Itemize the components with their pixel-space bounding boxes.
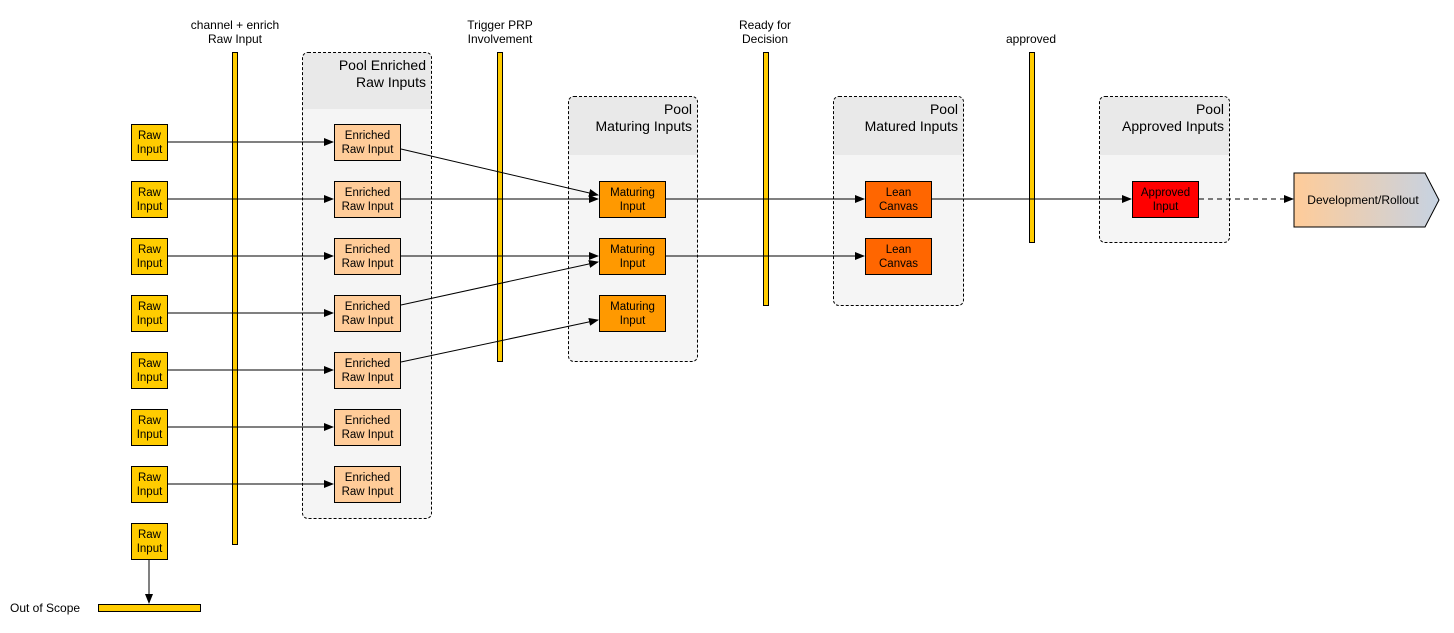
phase-label-channel: channel + enrich Raw Input xyxy=(190,18,280,46)
phase-bar-channel xyxy=(232,52,238,545)
raw-input-8: Raw Input xyxy=(131,523,168,560)
raw-input-3: Raw Input xyxy=(131,238,168,275)
raw-input-7: Raw Input xyxy=(131,466,168,503)
pool-approved-title: Pool Approved Inputs xyxy=(1100,97,1229,155)
enriched-input-2: Enriched Raw Input xyxy=(334,181,401,218)
phase-bar-trigger xyxy=(497,52,503,362)
arrow-enriched-1 xyxy=(400,148,599,197)
pool-enriched-title: Pool Enriched Raw Inputs xyxy=(303,53,431,109)
raw-input-4: Raw Input xyxy=(131,295,168,332)
raw-input-5: Raw Input xyxy=(131,352,168,389)
out-of-scope-label: Out of Scope xyxy=(10,601,81,615)
pool-approved-inputs: Pool Approved Inputs xyxy=(1099,96,1230,243)
phase-bar-ready xyxy=(763,52,769,306)
lean-canvas-1: Lean Canvas xyxy=(865,181,932,218)
pool-maturing-title: Pool Maturing Inputs xyxy=(569,97,697,155)
arrow-enriched-5 xyxy=(400,317,599,363)
raw-input-6: Raw Input xyxy=(131,409,168,446)
phase-label-ready: Ready for Decision xyxy=(738,18,792,46)
phase-label-approved: approved xyxy=(1005,32,1057,46)
raw-input-2: Raw Input xyxy=(131,181,168,218)
enriched-input-7: Enriched Raw Input xyxy=(334,466,401,503)
enriched-input-4: Enriched Raw Input xyxy=(334,295,401,332)
development-rollout-shape xyxy=(1293,172,1440,228)
raw-input-1: Raw Input xyxy=(131,124,168,161)
pool-matured-title: Pool Matured Inputs xyxy=(834,97,963,155)
enriched-input-1: Enriched Raw Input xyxy=(334,124,401,161)
arrow-enriched-4 xyxy=(400,260,599,306)
phase-label-trigger: Trigger PRP Involvement xyxy=(467,18,533,46)
lean-canvas-2: Lean Canvas xyxy=(865,238,932,275)
maturing-input-2: Maturing Input xyxy=(599,238,666,275)
enriched-input-6: Enriched Raw Input xyxy=(334,409,401,446)
enriched-input-5: Enriched Raw Input xyxy=(334,352,401,389)
out-of-scope-bar xyxy=(98,604,201,612)
maturing-input-3: Maturing Input xyxy=(599,295,666,332)
approved-input: Approved Input xyxy=(1132,181,1199,218)
development-rollout-label: Development/Rollout xyxy=(1307,193,1419,207)
maturing-input-1: Maturing Input xyxy=(599,181,666,218)
phase-bar-approved xyxy=(1029,52,1035,243)
enriched-input-3: Enriched Raw Input xyxy=(334,238,401,275)
